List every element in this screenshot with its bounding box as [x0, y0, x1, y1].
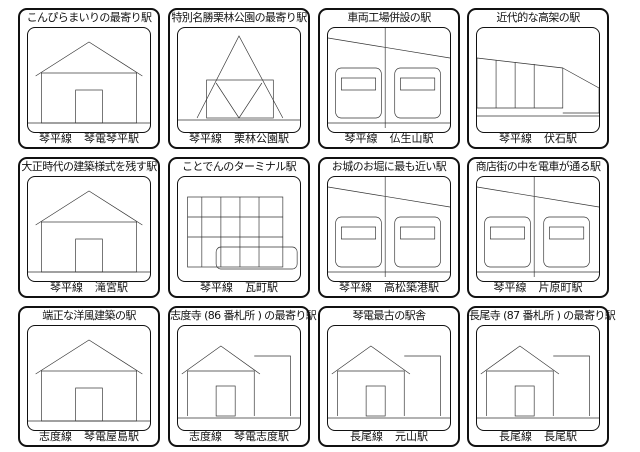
- station-card-3: 車両工場併設の駅 琴平線仏生山駅: [318, 8, 460, 149]
- line-name: 琴平線: [493, 281, 527, 294]
- line-name: 琴平線: [39, 132, 72, 145]
- card-title: 車両工場併設の駅: [347, 11, 431, 24]
- wooden-station-illustration: [177, 325, 301, 431]
- station-card-1: こんぴらまいりの最寄り駅 琴平線琴電琴平駅: [18, 8, 160, 149]
- card-title: 琴電最古の駅舎: [352, 309, 426, 322]
- station-card-2: 特別名勝栗林公園の最寄り駅 琴平線栗林公園駅: [168, 8, 310, 149]
- card-footer: 琴平線栗林公園駅: [170, 132, 308, 146]
- station-name: 仏生山駅: [389, 132, 434, 145]
- trains-at-depot-illustration: [327, 27, 451, 133]
- card-title: 端正な洋風建築の駅: [42, 309, 136, 322]
- station-name: 栗林公園駅: [234, 132, 289, 145]
- card-title: 長尾寺 (87 番札所 ) の最寄り駅: [469, 309, 616, 322]
- western-style-station-illustration: [27, 325, 151, 431]
- line-name: 長尾線: [499, 430, 532, 443]
- card-footer: 志度線琴電屋島駅: [20, 430, 158, 444]
- card-footer: 琴平線伏石駅: [469, 132, 607, 146]
- card-title: 商店街の中を電車が通る駅: [475, 160, 601, 173]
- card-title: 志度寺 (86 番札所 ) の最寄り駅: [170, 309, 317, 322]
- triangular-roof-station-illustration: [177, 27, 301, 133]
- trains-at-platform-illustration: [327, 176, 451, 282]
- station-card-10: 志度寺 (86 番札所 ) の最寄り駅 志度線琴電志度駅: [168, 306, 317, 447]
- line-name: 琴平線: [200, 281, 233, 294]
- line-name: 志度線: [189, 430, 222, 443]
- line-name: 琴平線: [189, 132, 222, 145]
- station-name: 琴電屋島駅: [84, 430, 139, 443]
- station-name: 琴電志度駅: [234, 430, 289, 443]
- card-title: 特別名勝栗林公園の最寄り駅: [171, 11, 307, 24]
- card-footer: 琴平線仏生山駅: [320, 132, 458, 146]
- station-card-12: 長尾寺 (87 番札所 ) の最寄り駅 長尾線長尾駅: [467, 306, 616, 447]
- line-name: 琴平線: [339, 281, 372, 294]
- card-footer: 琴平線瓦町駅: [170, 281, 308, 295]
- station-name: 片原町駅: [538, 281, 583, 294]
- card-title: 近代的な高架の駅: [496, 11, 580, 24]
- line-name: 志度線: [39, 430, 72, 443]
- station-card-6: ことでんのターミナル駅 琴平線瓦町駅: [168, 157, 310, 298]
- line-name: 琴平線: [344, 132, 378, 145]
- station-card-4: 近代的な高架の駅 琴平線伏石駅: [467, 8, 609, 149]
- station-name: 長尾駅: [544, 430, 577, 443]
- card-footer: 琴平線片原町駅: [469, 281, 607, 295]
- station-name: 滝宮駅: [95, 281, 128, 294]
- station-card-11: 琴電最古の駅舎 長尾線元山駅: [318, 306, 460, 447]
- oldest-station-illustration: [327, 325, 451, 431]
- station-name: 瓦町駅: [245, 281, 278, 294]
- terminal-building-illustration: [177, 176, 301, 282]
- line-name: 琴平線: [499, 132, 532, 145]
- station-card-7: お城のお堀に最も近い駅 琴平線高松築港駅: [318, 157, 460, 298]
- temple-style-station-illustration: [27, 27, 151, 133]
- station-name: 琴電琴平駅: [84, 132, 139, 145]
- card-title: こんぴらまいりの最寄り駅: [26, 11, 152, 24]
- station-card-9: 端正な洋風建築の駅 志度線琴電屋島駅: [18, 306, 160, 447]
- card-footer: 長尾線元山駅: [320, 430, 458, 444]
- line-name: 長尾線: [350, 430, 383, 443]
- elevated-station-illustration: [476, 27, 600, 133]
- station-name: 伏石駅: [544, 132, 577, 145]
- two-story-station-illustration: [476, 325, 600, 431]
- station-name: 元山駅: [395, 430, 428, 443]
- card-title: お城のお堀に最も近い駅: [331, 160, 447, 173]
- line-name: 琴平線: [50, 281, 83, 294]
- card-footer: 志度線琴電志度駅: [170, 430, 308, 444]
- station-card-5: 大正時代の建築様式を残す駅 琴平線滝宮駅: [18, 157, 160, 298]
- card-footer: 琴平線滝宮駅: [20, 281, 158, 295]
- card-footer: 琴平線高松築港駅: [320, 281, 458, 295]
- card-title: ことでんのターミナル駅: [181, 160, 297, 173]
- card-footer: 琴平線琴電琴平駅: [20, 132, 158, 146]
- station-name: 高松築港駅: [384, 281, 439, 294]
- card-title: 大正時代の建築様式を残す駅: [21, 160, 157, 173]
- card-footer: 長尾線長尾駅: [469, 430, 607, 444]
- shopping-arcade-train-illustration: [476, 176, 600, 282]
- taisho-era-station-illustration: [27, 176, 151, 282]
- station-card-8: 商店街の中を電車が通る駅 琴平線片原町駅: [467, 157, 609, 298]
